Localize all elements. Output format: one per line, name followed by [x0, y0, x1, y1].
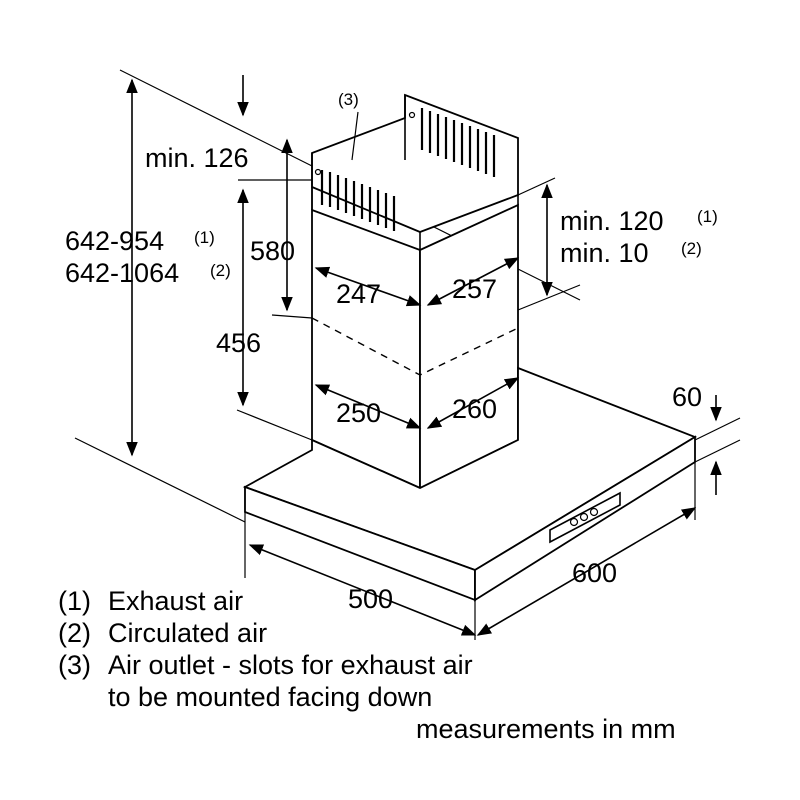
- legend-item-3-continuation: to be mounted facing down: [108, 682, 432, 712]
- outlet-ref-label: (3): [338, 90, 359, 109]
- canopy-depth-label: 500: [348, 584, 393, 614]
- upper-depth-label: 257: [452, 274, 497, 304]
- air-outlet-part: [311, 93, 519, 233]
- legend: (1) Exhaust air (2) Circulated air (3) A…: [58, 586, 676, 744]
- legend-item-1-text: Exhaust air: [108, 586, 243, 616]
- total-height-exhaust-ref: (1): [194, 228, 215, 247]
- legend-item-3-ref: (3): [58, 650, 91, 680]
- clearance-circulated-label: min. 10: [560, 238, 649, 268]
- outlet-slots-right: [420, 108, 496, 177]
- legend-item-2-ref: (2): [58, 618, 91, 648]
- legend-item-1-ref: (1): [58, 586, 91, 616]
- clearance-exhaust-label: min. 120: [560, 206, 664, 236]
- dimension-lines: [126, 75, 722, 636]
- lower-depth-label: 260: [452, 394, 497, 424]
- outlet-slots-left: [320, 170, 396, 231]
- dimension-labels: (3) min. 126 642-954 (1) 642-1064 (2) 58…: [65, 90, 718, 614]
- clearance-exhaust-ref: (1): [697, 207, 718, 226]
- total-height-exhaust-label: 642-954: [65, 226, 164, 256]
- clearance-circulated-ref: (2): [681, 239, 702, 258]
- canopy-width-label: 600: [572, 558, 617, 588]
- units-note: measurements in mm: [416, 714, 676, 744]
- upper-width-label: 247: [336, 279, 381, 309]
- legend-item-3-text: Air outlet - slots for exhaust air: [108, 650, 473, 680]
- total-height-circulated-label: 642-1064: [65, 258, 179, 288]
- total-height-circulated-ref: (2): [210, 261, 231, 280]
- legend-item-2-text: Circulated air: [108, 618, 267, 648]
- lower-width-label: 250: [336, 398, 381, 428]
- lower-chimney-height-label: 456: [216, 328, 261, 358]
- min-126-label: min. 126: [145, 143, 249, 173]
- chimney: [311, 187, 519, 490]
- upper-chimney-height-label: 580: [250, 236, 295, 266]
- canopy-thickness-label: 60: [672, 382, 702, 412]
